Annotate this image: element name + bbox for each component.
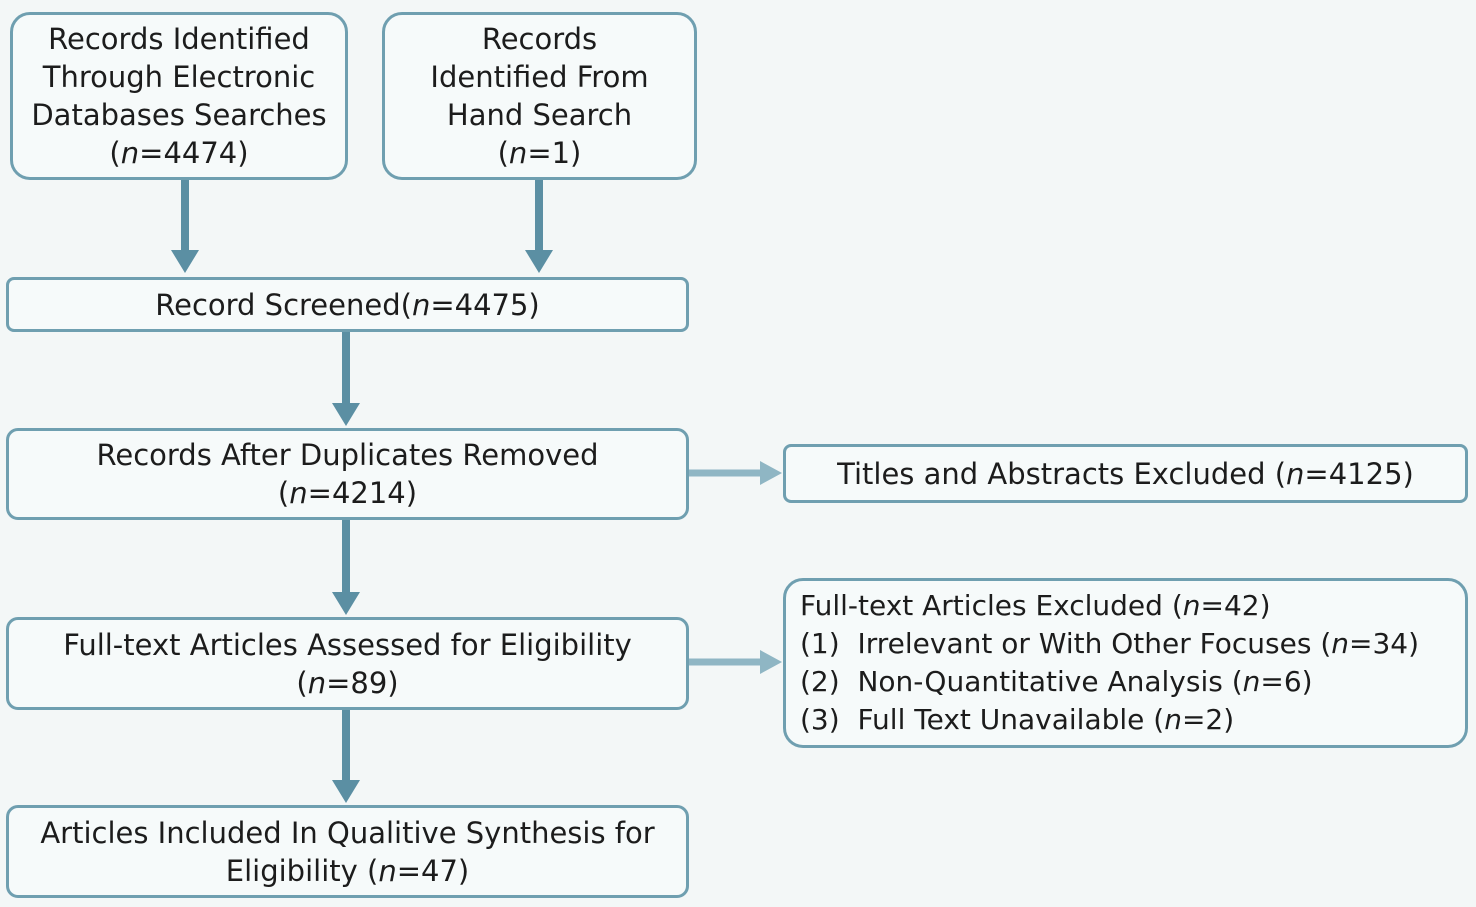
box-electronic-count: (n=4474): [109, 136, 249, 170]
arrow-duplicates-to-titles-excluded: [688, 461, 782, 485]
fulltext-excluded-heading: Full-text Articles Excluded (n=42): [800, 589, 1271, 622]
box-electronic-line-2: Through Electronic: [42, 60, 316, 94]
box-hand-line-3: Hand Search: [446, 98, 633, 132]
box-fulltext-assessed-line-1: Full-text Articles Assessed for Eligibil…: [63, 627, 632, 662]
box-titles-excluded-text: Titles and Abstracts Excluded (n=4125): [837, 456, 1414, 491]
arrow-duplicates-to-fulltext: [332, 520, 360, 615]
fulltext-excluded-reason-3: (3) Full Text Unavailable (n=2): [800, 703, 1235, 736]
box-screened-text: Record Screened(n=4475): [155, 287, 540, 322]
box-hand-search: Records Identified From Hand Search (n=1…: [382, 12, 697, 180]
box-hand-count: (n=1): [497, 136, 582, 170]
box-record-screened: Record Screened(n=4475): [6, 277, 689, 332]
box-electronic-search: Records Identified Through Electronic Da…: [10, 12, 348, 180]
box-fulltext-assessed: Full-text Articles Assessed for Eligibil…: [6, 617, 689, 710]
box-hand-line-2: Identified From: [430, 60, 649, 94]
box-hand-line-1: Records: [481, 22, 598, 56]
box-titles-abstracts-excluded: Titles and Abstracts Excluded (n=4125): [783, 444, 1468, 503]
arrow-electronic-to-screened: [171, 180, 199, 273]
fulltext-excluded-reason-2: (2) Non-Quantitative Analysis (n=6): [800, 665, 1313, 698]
arrow-screened-to-duplicates: [332, 332, 360, 426]
fulltext-excluded-reason-1: (1) Irrelevant or With Other Focuses (n=…: [800, 627, 1420, 660]
box-electronic-line-3: Databases Searches: [31, 98, 327, 132]
box-duplicates-count: (n=4214): [277, 476, 418, 510]
arrow-fulltext-to-included: [332, 710, 360, 803]
arrow-hand-to-screened: [525, 180, 553, 273]
box-fulltext-excluded: Full-text Articles Excluded (n=42) (1) I…: [783, 578, 1468, 748]
box-articles-included: Articles Included In Qualitive Synthesis…: [6, 805, 689, 898]
box-duplicates-removed: Records After Duplicates Removed (n=4214…: [6, 428, 689, 520]
box-electronic-line-1: Records Identified: [48, 22, 310, 56]
box-included-line-1: Articles Included In Qualitive Synthesis…: [40, 815, 655, 850]
box-included-line-2: Eligibility (n=47): [225, 853, 470, 888]
box-duplicates-line-1: Records After Duplicates Removed: [96, 438, 599, 472]
arrow-fulltext-to-fulltext-excluded: [688, 650, 782, 674]
box-fulltext-assessed-count: (n=89): [296, 665, 399, 700]
